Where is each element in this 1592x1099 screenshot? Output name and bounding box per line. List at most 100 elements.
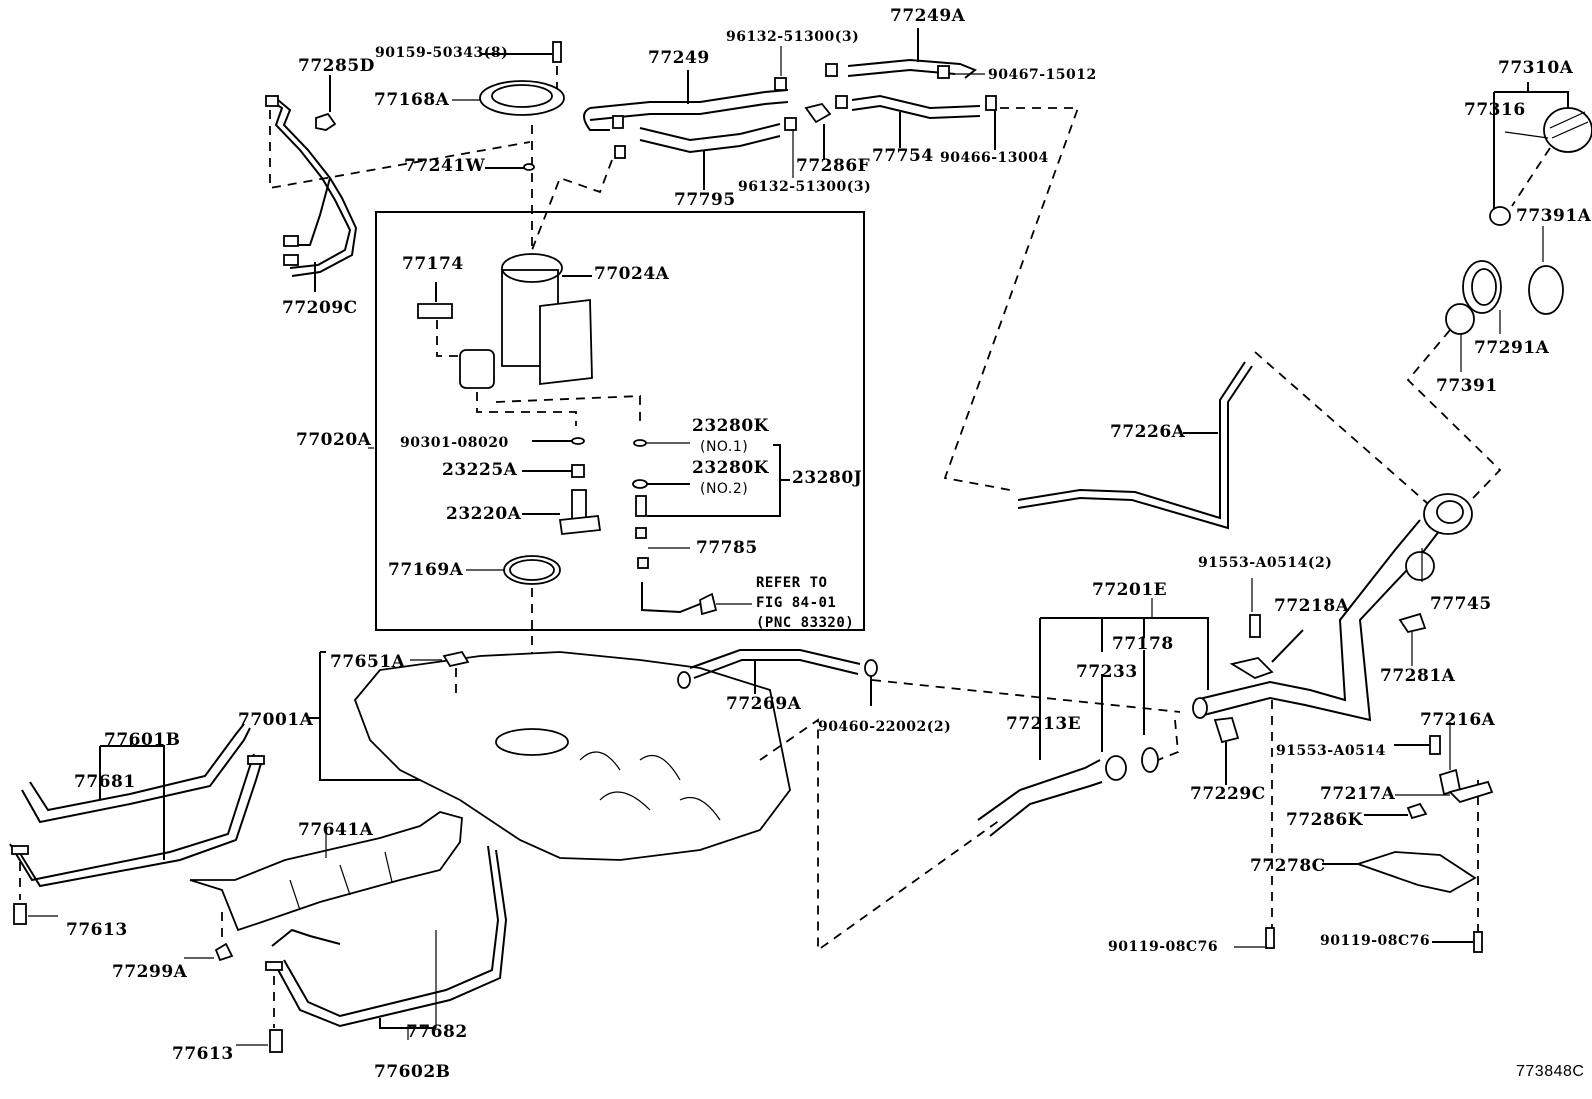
bolt-90159-50343 — [552, 41, 562, 63]
bolt-90119-a — [1265, 927, 1275, 949]
label-77249A: 77249A — [890, 6, 966, 26]
protector-77278C — [1355, 851, 1477, 893]
bolt-91553-b — [1429, 735, 1441, 755]
label-77168A: 77168A — [374, 90, 450, 110]
pump-assembly-frame — [375, 211, 865, 631]
label-77217A: 77217A — [1320, 784, 1396, 804]
o-ring-23280K-1 — [633, 439, 647, 447]
clip-77299A — [214, 942, 234, 962]
label-90159-50343: 90159-50343(8) — [375, 45, 509, 61]
label-96132-51300-a: 96132-51300(3) — [726, 29, 860, 45]
label-77024A: 77024A — [594, 264, 670, 284]
label-90467-15012: 90467-15012 — [988, 67, 1097, 83]
figure-id: 773848C — [1516, 1063, 1585, 1080]
label-90119-08C76-b: 90119-08C76 — [1320, 933, 1431, 949]
wire-77785 — [635, 527, 647, 539]
retainer-ring-77168A — [479, 80, 565, 116]
label-77216A: 77216A — [1420, 710, 1496, 730]
fuel-cap-77310A — [1543, 107, 1592, 153]
label-90301-08020: 90301-08020 — [400, 435, 509, 451]
tank-band-77601B — [9, 723, 265, 888]
label-77681: 77681 — [74, 772, 136, 792]
label-77249: 77249 — [648, 48, 710, 68]
label-91553-A0514-2: 91553-A0514(2) — [1198, 555, 1333, 571]
label-77310A: 77310A — [1498, 58, 1574, 78]
refer-line-2: FIG 84-01 — [756, 595, 837, 611]
label-77795: 77795 — [674, 190, 736, 210]
clamp-77178 — [1141, 747, 1159, 773]
label-77169A: 77169A — [388, 560, 464, 580]
label-77391: 77391 — [1436, 376, 1498, 396]
label-77286K: 77286K — [1286, 810, 1363, 830]
o-ring-23280K-2 — [632, 479, 648, 489]
label-77218A: 77218A — [1274, 596, 1350, 616]
tank-band-77602B — [265, 845, 508, 1028]
bracket-77218A — [1229, 657, 1274, 679]
label-23220A: 23220A — [446, 504, 522, 524]
label-77278C: 77278C — [1250, 856, 1326, 876]
label-23280K-no1: 23280K — [692, 416, 769, 436]
label-77299A: 77299A — [112, 962, 188, 982]
label-90119-08C76-a: 90119-08C76 — [1108, 939, 1219, 955]
bolt-91553-a — [1249, 614, 1261, 638]
label-77269A: 77269A — [726, 694, 802, 714]
label-77602B: 77602B — [374, 1062, 451, 1082]
label-77785: 77785 — [696, 538, 758, 558]
label-23225A: 23225A — [442, 460, 518, 480]
label-77020A: 77020A — [296, 430, 372, 450]
label-23280K-no1-sub: (NO.1) — [700, 439, 749, 455]
fuel-pump-gauge-77024A — [501, 253, 563, 283]
label-77241W: 77241W — [404, 156, 486, 176]
label-77613-b: 77613 — [172, 1044, 234, 1064]
gasket-77391 — [1445, 303, 1475, 335]
label-77281A: 77281A — [1380, 666, 1456, 686]
label-77001A: 77001A — [238, 710, 314, 730]
label-91553-A0514: 91553-A0514 — [1276, 743, 1386, 759]
clip-77281A — [1398, 612, 1427, 634]
label-77209C: 77209C — [282, 298, 358, 318]
label-77745: 77745 — [1430, 594, 1492, 614]
fuel-hoses-top — [583, 58, 997, 159]
label-77651A: 77651A — [330, 652, 406, 672]
clip-77285D — [315, 112, 337, 131]
label-90466-13004: 90466-13004 — [940, 150, 1049, 166]
refer-line-1: REFER TO — [756, 575, 828, 591]
label-77229C: 77229C — [1190, 784, 1266, 804]
clamp-77229C — [1213, 717, 1240, 744]
tube-77226A — [1017, 361, 1246, 520]
protector-77641A — [189, 811, 463, 932]
o-ring-90301 — [571, 437, 585, 445]
label-77641A: 77641A — [298, 820, 374, 840]
label-23280J: 23280J — [792, 468, 863, 488]
label-77682: 77682 — [406, 1022, 468, 1042]
label-77233: 77233 — [1076, 662, 1138, 682]
label-77285D: 77285D — [298, 56, 375, 76]
hose-77213E — [977, 759, 1101, 821]
bolt-90119-b — [1473, 931, 1483, 953]
label-23280K-no2: 23280K — [692, 458, 769, 478]
bolt-77613-a — [13, 903, 27, 925]
label-77213E: 77213E — [1006, 714, 1082, 734]
label-77201E: 77201E — [1092, 580, 1168, 600]
pad-77651A — [442, 650, 470, 668]
label-77754: 77754 — [872, 146, 934, 166]
refer-line-3: (PNC 83320) — [756, 615, 855, 631]
label-23280K-no2-sub: (NO.2) — [700, 481, 749, 497]
label-77316: 77316 — [1464, 100, 1526, 120]
fuel-tank-77001A — [353, 651, 791, 861]
regulator — [635, 495, 647, 517]
hose-77269A — [689, 649, 861, 669]
label-77291A: 77291A — [1474, 338, 1550, 358]
label-77286F: 77286F — [796, 156, 871, 176]
filler-pipe-77201E — [1192, 493, 1473, 722]
label-90460-22002: 90460-22002(2) — [818, 719, 952, 735]
clamp-77233 — [1105, 755, 1127, 781]
gasket-77391A-b — [1528, 265, 1564, 315]
cap-gasket-77391A — [1489, 206, 1511, 226]
gasket-77241W — [523, 163, 535, 171]
label-96132-51300-b: 96132-51300(3) — [738, 179, 872, 195]
clip-77286K — [1406, 802, 1428, 820]
bolt-77613-b — [269, 1029, 283, 1053]
